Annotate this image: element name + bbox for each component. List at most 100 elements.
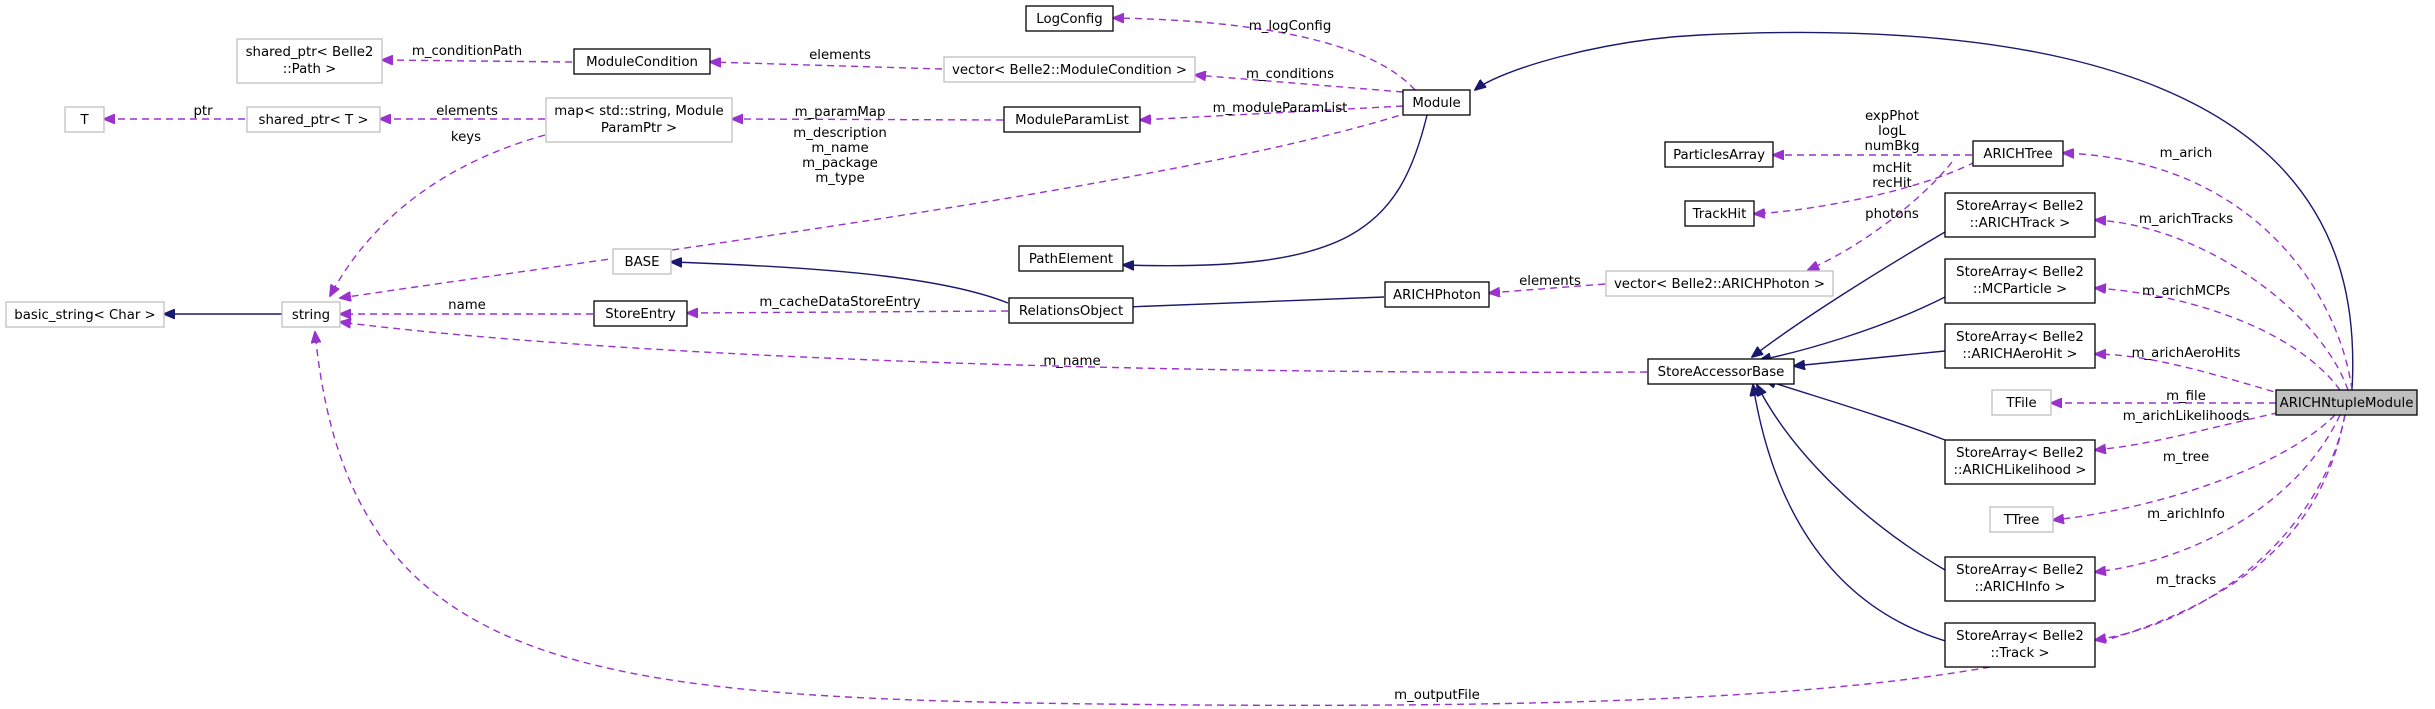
label-m-file: m_file — [2166, 389, 2206, 404]
node-label-line2: ::MCParticle > — [1973, 282, 2067, 297]
label-m-parammap: m_paramMap — [795, 105, 886, 120]
node-label: StoreEntry — [605, 307, 676, 322]
node-trackhit[interactable]: TrackHit — [1684, 200, 1755, 227]
edge-usage-module-vec — [1195, 75, 1404, 93]
node-arichtree[interactable]: ARICHTree — [1972, 140, 2064, 167]
edge-inherit-sa-aerohit-sab — [1794, 350, 1946, 366]
label-elements-shared: elements — [436, 104, 498, 119]
node-vector-arichphoton[interactable]: vector< Belle2::ARICHPhoton > — [1605, 270, 1834, 297]
node-t[interactable]: T — [64, 106, 105, 133]
label-keys: keys — [451, 130, 481, 145]
label-m-tree: m_tree — [2163, 450, 2209, 465]
node-arichntuplemodule[interactable]: ARICHNtupleModule — [2275, 389, 2418, 416]
label-m-name: m_name — [1043, 354, 1100, 369]
edge-labels: m_logConfig m_conditionPath elements m_c… — [193, 19, 2249, 703]
node-label-line1: StoreArray< Belle2 — [1956, 330, 2084, 345]
label-tree-trackhit-1: mcHit — [1872, 161, 1911, 176]
edge-usage-arichntuple-sa-aerohit — [2095, 354, 2286, 396]
node-storearray-arichinfo[interactable]: StoreArray< Belle2 ::ARICHInfo > — [1944, 556, 2096, 602]
node-logconfig[interactable]: LogConfig — [1025, 5, 1114, 32]
label-elements-photon: elements — [1519, 274, 1581, 289]
edge-inherit-sa-likelihood-sab — [1765, 380, 1946, 441]
edge-usage-arichntuple-arichtree — [2063, 153, 2353, 391]
edge-usage-modulecondition-sharedpath — [382, 60, 573, 62]
node-label-line2: ::ARICHTrack > — [1970, 216, 2071, 231]
edge-usage-arichntuple-sa-track — [2095, 414, 2346, 640]
node-ttree[interactable]: TTree — [1989, 506, 2054, 533]
node-label: ModuleParamList — [1015, 113, 1129, 128]
edge-inherit-sa-mcparticle-sab — [1760, 296, 1946, 360]
label-m-arich: m_arich — [2160, 146, 2213, 161]
node-label: TrackHit — [1692, 207, 1747, 222]
node-storearray-mcparticle[interactable]: StoreArray< Belle2 ::MCParticle > — [1944, 258, 2096, 304]
node-storeentry[interactable]: StoreEntry — [593, 300, 688, 327]
label-photons: photons — [1865, 207, 1919, 222]
node-label-line1: StoreArray< Belle2 — [1956, 629, 2084, 644]
node-label: ModuleCondition — [586, 55, 698, 70]
label-tree-particles-2: logL — [1878, 124, 1906, 139]
node-shared-ptr-path[interactable]: shared_ptr< Belle2 ::Path > — [236, 38, 383, 84]
node-string[interactable]: string — [281, 301, 341, 328]
edge-inherit-arichntuple-module — [1475, 31, 2354, 391]
edge-usage-arichtree-vecphoton — [1808, 161, 1953, 270]
label-m-outputfile: m_outputFile — [1394, 688, 1480, 703]
node-moduleparamlist[interactable]: ModuleParamList — [1003, 106, 1141, 133]
node-label: ARICHNtupleModule — [2280, 396, 2414, 411]
node-label: vector< Belle2::ModuleCondition > — [952, 63, 1187, 78]
node-label: ParticlesArray — [1673, 148, 1765, 163]
label-m-conditionpath: m_conditionPath — [412, 44, 522, 59]
edge-usage-module-logconfig — [1113, 18, 1416, 91]
node-module[interactable]: Module — [1402, 89, 1471, 116]
label-module-strings-2: m_name — [811, 141, 868, 156]
node-label: ARICHPhoton — [1393, 288, 1481, 303]
edge-inherit-sa-info-sab — [1757, 385, 1946, 571]
node-label: Module — [1412, 96, 1460, 111]
node-basic-string[interactable]: basic_string< Char > — [5, 301, 165, 328]
edge-usage-vecphoton-arichphoton — [1489, 283, 1606, 293]
edge-inherit-relationsobject-base — [671, 262, 1009, 304]
edge-usage-module-paramlist — [1140, 105, 1404, 120]
node-label-line2: ::ARICHLikelihood > — [1954, 463, 2087, 478]
nodes: ARICHNtupleModule Module LogConfig Modul… — [5, 5, 2418, 668]
edge-usage-relationsobject-storeentry — [687, 311, 1009, 313]
node-label-line2: ParamPtr > — [601, 121, 677, 136]
node-label: basic_string< Char > — [14, 308, 155, 323]
node-storearray-track[interactable]: StoreArray< Belle2 ::Track > — [1944, 622, 2096, 668]
node-label-line1: StoreArray< Belle2 — [1956, 265, 2084, 280]
node-storearray-arichaerohit[interactable]: StoreArray< Belle2 ::ARICHAeroHit > — [1944, 323, 2096, 369]
node-label: vector< Belle2::ARICHPhoton > — [1614, 277, 1825, 292]
node-particlesarray[interactable]: ParticlesArray — [1664, 141, 1774, 168]
node-vector-modulecondition[interactable]: vector< Belle2::ModuleCondition > — [943, 56, 1196, 83]
label-m-cachedatastoreentry: m_cacheDataStoreEntry — [759, 295, 920, 310]
edge-usage-arichntuple-string — [315, 332, 2346, 707]
node-label-line2: ::ARICHAeroHit > — [1962, 347, 2077, 362]
node-label-line2: ::ARICHInfo > — [1974, 580, 2065, 595]
label-elements-modcond: elements — [809, 48, 871, 63]
edge-inherit-sa-track-sab — [1753, 385, 1961, 646]
node-base[interactable]: BASE — [612, 248, 672, 275]
node-shared-ptr-t[interactable]: shared_ptr< T > — [246, 106, 381, 133]
node-label: PathElement — [1029, 252, 1113, 267]
node-storeaccessorbase[interactable]: StoreAccessorBase — [1647, 358, 1795, 385]
node-storearray-arichlikelihood[interactable]: StoreArray< Belle2 ::ARICHLikelihood > — [1944, 439, 2096, 485]
node-relationsobject[interactable]: RelationsObject — [1008, 297, 1134, 324]
edge-usage-map-string — [330, 134, 546, 296]
label-tree-particles-3: numBkg — [1864, 139, 1919, 154]
label-m-logconfig: m_logConfig — [1249, 19, 1332, 34]
node-label-line1: StoreArray< Belle2 — [1956, 563, 2084, 578]
node-storearray-arichtrack[interactable]: StoreArray< Belle2 ::ARICHTrack > — [1944, 192, 2096, 238]
edge-usage-arichntuple-sa-info — [2095, 414, 2341, 572]
node-label: RelationsObject — [1019, 304, 1123, 319]
node-arichphoton[interactable]: ARICHPhoton — [1384, 281, 1490, 308]
node-modulecondition[interactable]: ModuleCondition — [573, 48, 711, 75]
edge-usage-vec-modulecondition — [710, 62, 943, 70]
node-pathelement[interactable]: PathElement — [1018, 245, 1124, 272]
label-m-conditions: m_conditions — [1246, 67, 1334, 82]
edge-usage-paramlist-map — [732, 119, 1004, 120]
node-label-line1: shared_ptr< Belle2 — [246, 45, 374, 60]
node-label-line1: StoreArray< Belle2 — [1956, 446, 2084, 461]
label-module-strings-1: m_description — [793, 126, 887, 141]
node-map-moduleparamptr[interactable]: map< std::string, Module ParamPtr > — [545, 97, 733, 143]
edges — [104, 18, 2354, 707]
node-tfile[interactable]: TFile — [1991, 389, 2052, 416]
